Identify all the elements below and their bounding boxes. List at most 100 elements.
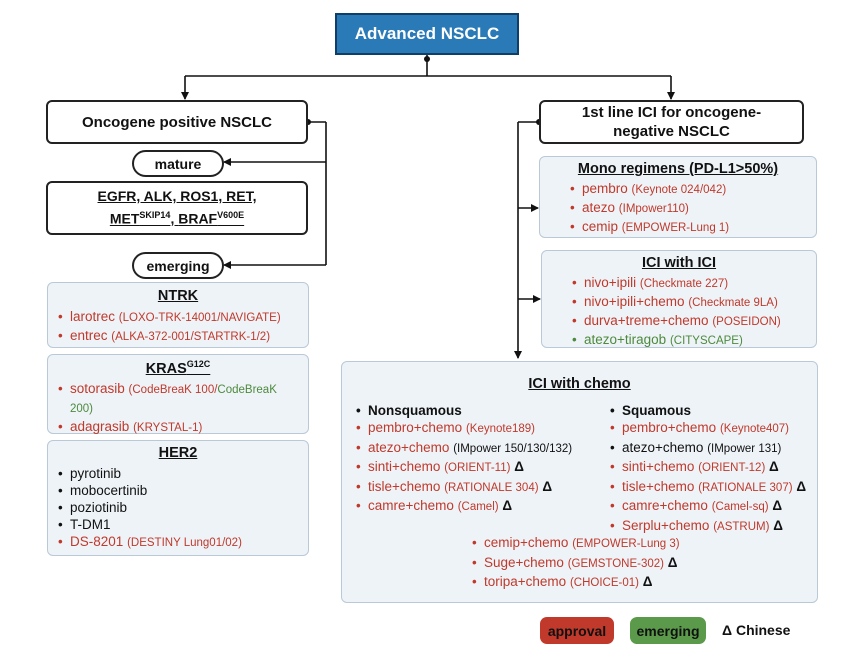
kras-title: KRASG12C bbox=[56, 359, 300, 377]
chinese-delta-icon: Δ bbox=[772, 498, 783, 513]
emerging-label: emerging bbox=[132, 252, 224, 279]
trial-name: (CITYSCAPE) bbox=[669, 335, 743, 347]
ici-item: nivo+ipili+chemo (Checkmate 9LA) bbox=[570, 293, 806, 312]
trial-name-emerging-cont: 200) bbox=[70, 402, 94, 415]
chinese-delta-icon: Δ bbox=[773, 517, 783, 533]
her2-item: poziotinib bbox=[56, 499, 300, 516]
kras-title-text: KRAS bbox=[145, 360, 187, 377]
trial-name: (CodeBreaK 100/ bbox=[128, 383, 218, 396]
chinese-delta-icon: Δ bbox=[542, 478, 553, 494]
ici-with-chemo-panel: ICI with chemo Nonsquamous pembro+chemo … bbox=[341, 361, 818, 603]
drug-name: pembro bbox=[582, 181, 628, 196]
trial-name: (ASTRUM) bbox=[713, 520, 770, 533]
drug-name: atezo+tiragob bbox=[584, 332, 667, 347]
mature-targets-line2: METSKIP14, BRAFV600E bbox=[110, 206, 244, 229]
sq-item: sinti+chemo (ORIENT-12) Δ bbox=[608, 458, 816, 478]
trial-name: (ORIENT-11) bbox=[444, 462, 511, 474]
drug-name: tisle+chemo bbox=[622, 478, 695, 494]
ici-item: atezo+tiragob (CITYSCAPE) bbox=[570, 331, 806, 350]
trial-name: (IMpower 131) bbox=[707, 442, 782, 455]
chinese-delta-icon: Δ bbox=[642, 574, 653, 589]
mature-sep: , bbox=[170, 210, 179, 227]
both-item: cemip+chemo (EMPOWER-Lung 3) bbox=[470, 534, 770, 554]
drug-name: cemip+chemo bbox=[484, 535, 569, 550]
her2-title: HER2 bbox=[158, 445, 198, 461]
trial-name: (IMpower110) bbox=[618, 203, 689, 215]
nonsq-item: pembro+chemo (Keynote189) bbox=[354, 419, 604, 439]
ici-with-ici-title: ICI with ICI bbox=[641, 255, 717, 271]
braf-sup: V600E bbox=[217, 210, 245, 221]
ici-item: durva+treme+chemo (POSEIDON) bbox=[570, 312, 806, 331]
sq-item: tisle+chemo (RATIONALE 307) Δ bbox=[608, 478, 816, 498]
kras-panel: KRASG12C sotorasib (CodeBreaK 100/CodeBr… bbox=[47, 354, 309, 435]
trial-name: (Camel) bbox=[457, 501, 499, 513]
trial-name: (Keynote407) bbox=[719, 423, 789, 435]
both-item: toripa+chemo (CHOICE-01) Δ bbox=[470, 573, 770, 593]
sq-item: atezo+chemo (IMpower 131) bbox=[608, 439, 816, 459]
trial-name: (ORIENT-12) bbox=[698, 462, 766, 474]
ntrk-title: NTRK bbox=[157, 288, 199, 304]
drug-name: atezo bbox=[582, 200, 616, 215]
mature-targets-line1: EGFR, ALK, ROS1, RET, bbox=[97, 188, 257, 205]
drug-name: nivo+ipili+chemo bbox=[584, 294, 685, 309]
her2-item: pyrotinib bbox=[56, 465, 300, 482]
nonsquamous-list: Nonsquamous pembro+chemo (Keynote189) at… bbox=[354, 402, 604, 517]
her2-item: DS-8201 (DESTINY Lung01/02) bbox=[56, 533, 300, 552]
drug-name: camre+chemo bbox=[368, 498, 454, 513]
mono-item: cemip (EMPOWER-Lung 1) bbox=[568, 218, 806, 237]
trial-name-emerging: CodeBreaK bbox=[217, 383, 277, 396]
trial-name: (CHOICE-01) bbox=[569, 577, 639, 589]
drug-name: entrec bbox=[70, 328, 108, 343]
mono-regimens-title: Mono regimens (PD-L1>50%) bbox=[577, 161, 779, 177]
first-line-ici-box: 1st line ICI for oncogene- negative NSCL… bbox=[539, 100, 804, 144]
squamous-heading: Squamous bbox=[608, 402, 816, 419]
first-line-ici-line1: 1st line ICI for oncogene- bbox=[581, 104, 762, 121]
ntrk-item: entrec (ALKA-372-001/STARTRK-1/2) bbox=[56, 327, 300, 346]
trial-name: (Keynote 024/042) bbox=[631, 184, 727, 196]
both-histology-list: cemip+chemo (EMPOWER-Lung 3) Suge+chemo … bbox=[470, 534, 770, 593]
drug-name: adagrasib bbox=[70, 418, 130, 434]
trial-name: (IMpower 150/130/ bbox=[453, 442, 550, 455]
squamous-list: Squamous pembro+chemo (Keynote407) atezo… bbox=[608, 402, 816, 536]
nonsq-item: camre+chemo (Camel) Δ bbox=[354, 497, 604, 517]
drug-name: Serplu+chemo bbox=[622, 517, 710, 533]
drug-name: DS-8201 bbox=[70, 534, 124, 549]
root-node: Advanced NSCLC bbox=[335, 13, 519, 55]
drug-name: atezo+chemo bbox=[622, 439, 704, 455]
drug-name: sotorasib bbox=[70, 380, 125, 396]
both-item: Suge+chemo (GEMSTONE-302) Δ bbox=[470, 554, 770, 574]
drug-name: durva+treme+chemo bbox=[584, 313, 709, 328]
nonsquamous-heading: Nonsquamous bbox=[354, 402, 604, 419]
trial-name: (DESTINY Lung01/02) bbox=[127, 537, 242, 549]
trial-name: (Checkmate 9LA) bbox=[688, 297, 778, 309]
drug-name: camre+chemo bbox=[622, 498, 708, 513]
ici-with-chemo-title: ICI with chemo bbox=[528, 376, 631, 392]
mono-regimens-panel: Mono regimens (PD-L1>50%) pembro (Keynot… bbox=[539, 156, 817, 238]
drug-name: larotrec bbox=[70, 309, 116, 324]
ici-item: nivo+ipili (Checkmate 227) bbox=[570, 274, 806, 293]
nonsq-item: tisle+chemo (RATIONALE 304) Δ bbox=[354, 478, 604, 498]
chinese-delta-icon: Δ bbox=[514, 459, 524, 474]
trial-name: (LOXO-TRK-14001/NAVIGATE) bbox=[118, 312, 281, 324]
trial-name: (KRYSTAL-1) bbox=[133, 421, 203, 434]
her2-item: T-DM1 bbox=[56, 516, 300, 533]
legend-chinese: Δ Chinese bbox=[722, 622, 791, 638]
met-label: MET bbox=[109, 210, 140, 227]
oncogene-positive-box: Oncogene positive NSCLC bbox=[46, 100, 308, 144]
trial-name: (POSEIDON) bbox=[712, 316, 781, 328]
kras-item: sotorasib (CodeBreaK 100/CodeBreaK 200) bbox=[56, 380, 300, 418]
drug-name: tisle+chemo bbox=[368, 478, 441, 494]
drug-name: nivo+ipili bbox=[584, 275, 637, 290]
chinese-delta-icon: Δ bbox=[796, 478, 807, 494]
met-sup: SKIP14 bbox=[139, 210, 171, 221]
sq-item: pembro+chemo (Keynote407) bbox=[608, 419, 816, 439]
trial-name: (EMPOWER-Lung 3) bbox=[572, 538, 680, 550]
trial-name: (Keynote189) bbox=[465, 423, 535, 435]
nonsq-item: sinti+chemo (ORIENT-11) Δ bbox=[354, 458, 604, 478]
trial-name: (ALKA-372-001/STARTRK-1/2) bbox=[111, 331, 271, 343]
trial-name-extra: 132) bbox=[549, 442, 573, 455]
trial-name: (RATIONALE 304) bbox=[444, 481, 539, 494]
drug-name: cemip bbox=[582, 219, 619, 234]
trial-name: (Camel-sq) bbox=[711, 501, 769, 513]
